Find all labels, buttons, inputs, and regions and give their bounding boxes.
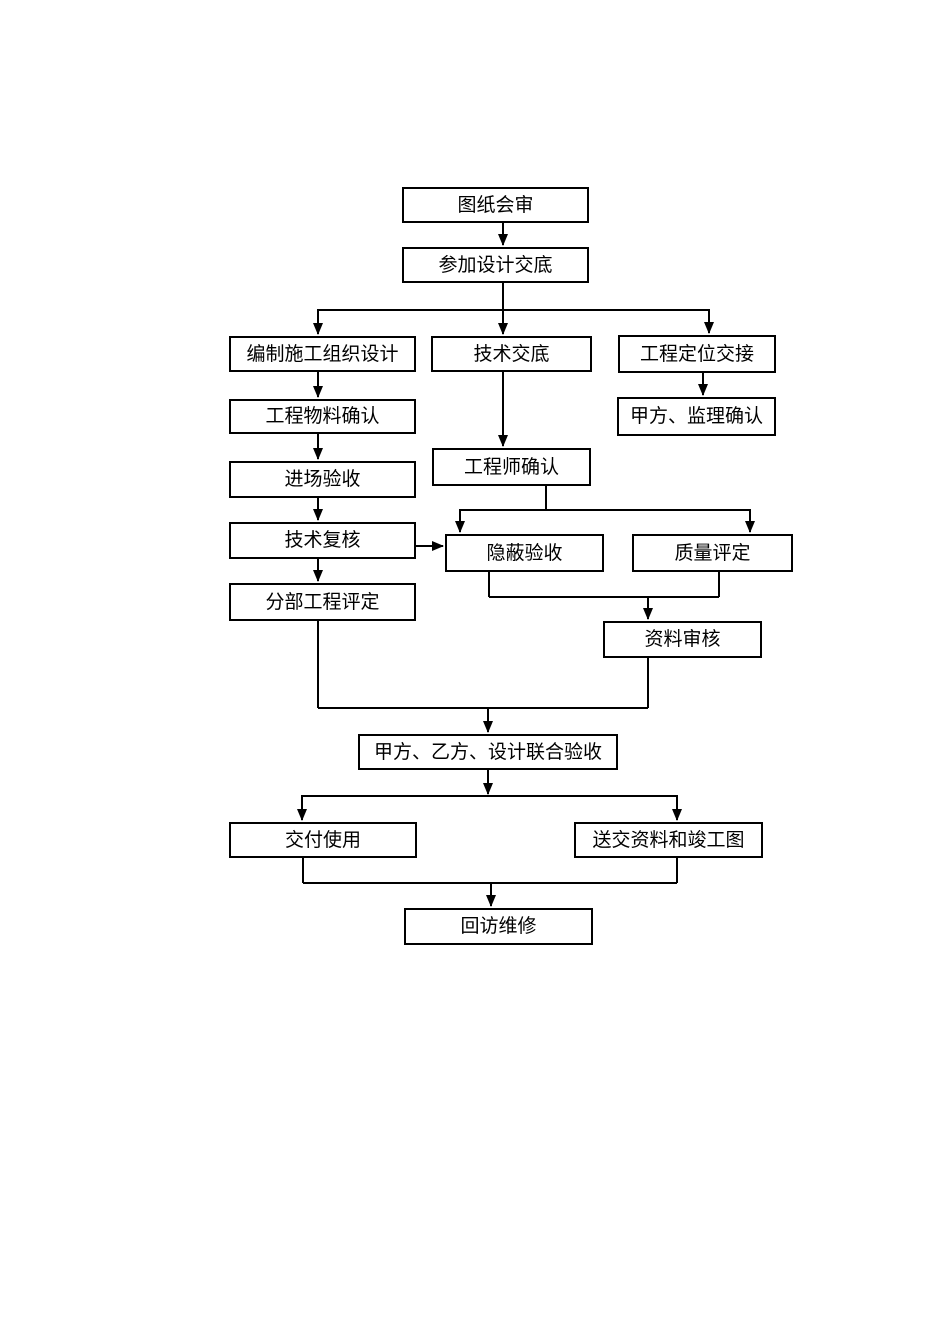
flow-node-return-visit-maintenance: 回访维修 xyxy=(404,908,593,945)
flow-node-technical-recheck: 技术复核 xyxy=(229,522,416,559)
flow-node-handover-for-use: 交付使用 xyxy=(229,822,417,858)
flow-node-drawing-review: 图纸会审 xyxy=(402,187,589,223)
flow-node-project-material-confirm: 工程物料确认 xyxy=(229,399,416,434)
flow-node-concealed-work-acceptance: 隐蔽验收 xyxy=(445,534,604,572)
flow-node-document-review: 资料审核 xyxy=(603,621,762,658)
flow-node-quality-assessment: 质量评定 xyxy=(632,534,793,572)
flow-node-project-positioning-handover: 工程定位交接 xyxy=(618,335,776,373)
flow-node-division-work-assessment: 分部工程评定 xyxy=(229,583,416,621)
flow-node-owner-supervisor-confirm: 甲方、监理确认 xyxy=(617,397,776,436)
flow-node-site-entry-acceptance: 进场验收 xyxy=(229,461,416,498)
flow-node-construction-org-design: 编制施工组织设计 xyxy=(229,336,416,372)
flow-node-technical-briefing: 技术交底 xyxy=(431,336,592,372)
flow-node-attend-design-briefing: 参加设计交底 xyxy=(402,247,589,283)
flow-node-joint-acceptance: 甲方、乙方、设计联合验收 xyxy=(358,734,618,770)
flow-node-engineer-confirm: 工程师确认 xyxy=(432,448,591,486)
flow-node-submit-docs-asbuilt-drawings: 送交资料和竣工图 xyxy=(574,822,763,858)
